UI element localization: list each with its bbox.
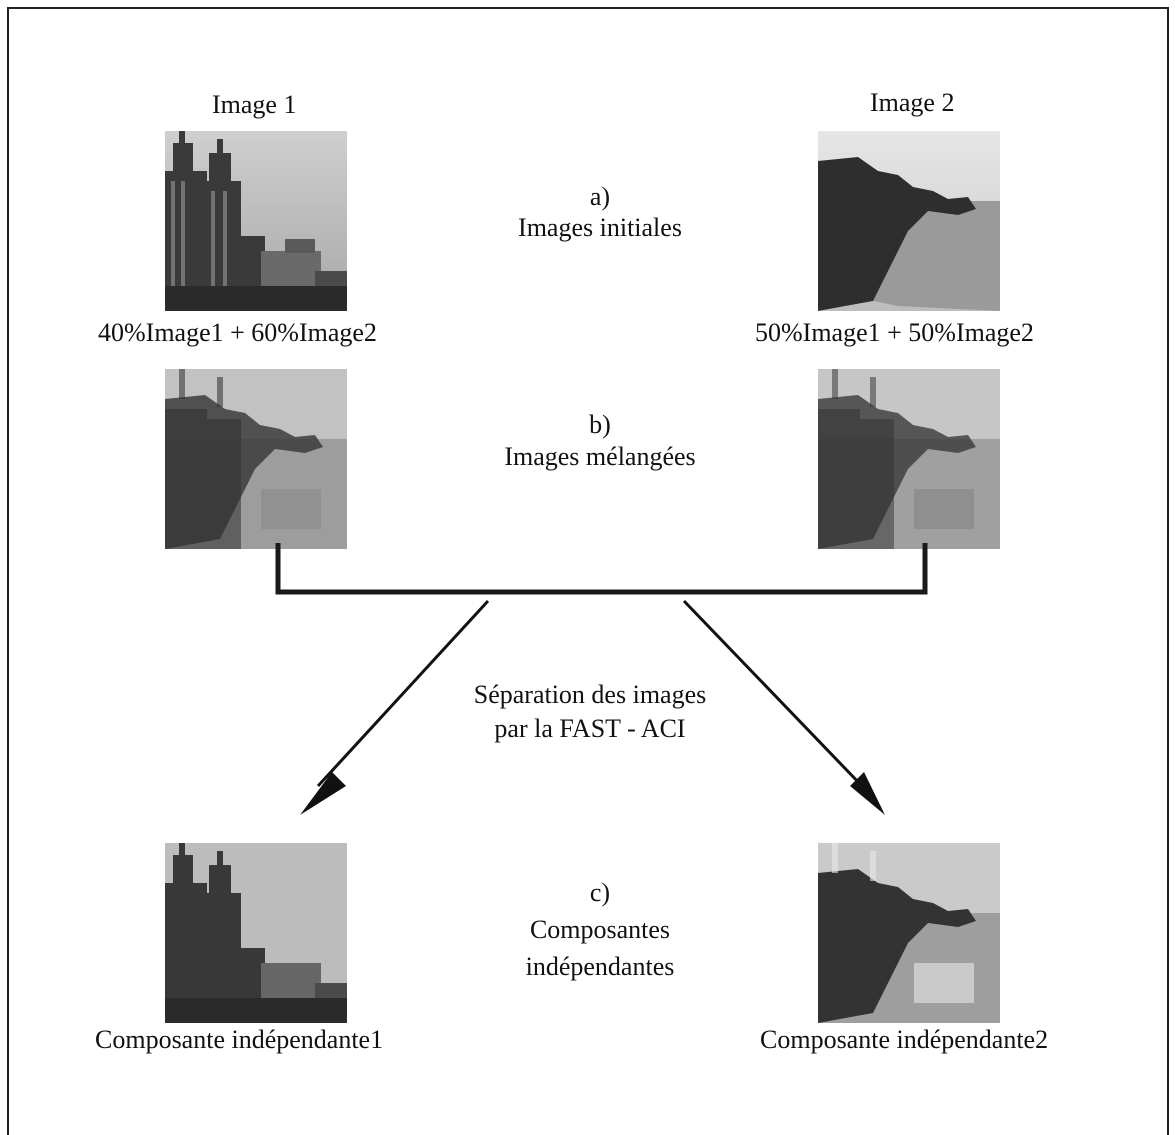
component-image-1 — [165, 843, 347, 1023]
step-b-label: b) — [589, 410, 611, 439]
step-a-caption: Images initiales — [518, 213, 682, 242]
image1-buildings — [165, 131, 347, 311]
separation-line2: par la FAST - ACI — [494, 714, 686, 743]
step-c-caption-line2: indépendantes — [525, 952, 675, 981]
arrow-right-shaft — [682, 599, 864, 788]
mix-right-label: 50%Image1 + 50%Image2 — [755, 318, 1034, 347]
step-c-label: c) — [589, 878, 611, 907]
mix-connector — [275, 543, 928, 595]
mixed-image-1 — [165, 369, 347, 549]
arrow-left-shaft — [316, 599, 490, 788]
component-label-1: Composante indépendante1 — [95, 1025, 384, 1054]
separation-line1: Séparation des images — [473, 680, 707, 709]
mix-left-label: 40%Image1 + 60%Image2 — [98, 318, 377, 347]
arrow-left-head — [300, 772, 346, 815]
figure-frame — [7, 7, 1169, 1135]
image2-cliffs — [818, 131, 1000, 311]
step-a-label: a) — [589, 182, 611, 211]
arrow-right-head — [850, 772, 885, 815]
image2-title: Image 2 — [870, 88, 955, 117]
component-label-2: Composante indépendante2 — [760, 1025, 1049, 1054]
mixed-image-2 — [818, 369, 1000, 549]
step-c-caption-line1: Composantes — [529, 915, 671, 944]
image1-title: Image 1 — [212, 90, 297, 119]
step-b-caption: Images mélangées — [504, 442, 696, 471]
component-image-2 — [818, 843, 1000, 1023]
